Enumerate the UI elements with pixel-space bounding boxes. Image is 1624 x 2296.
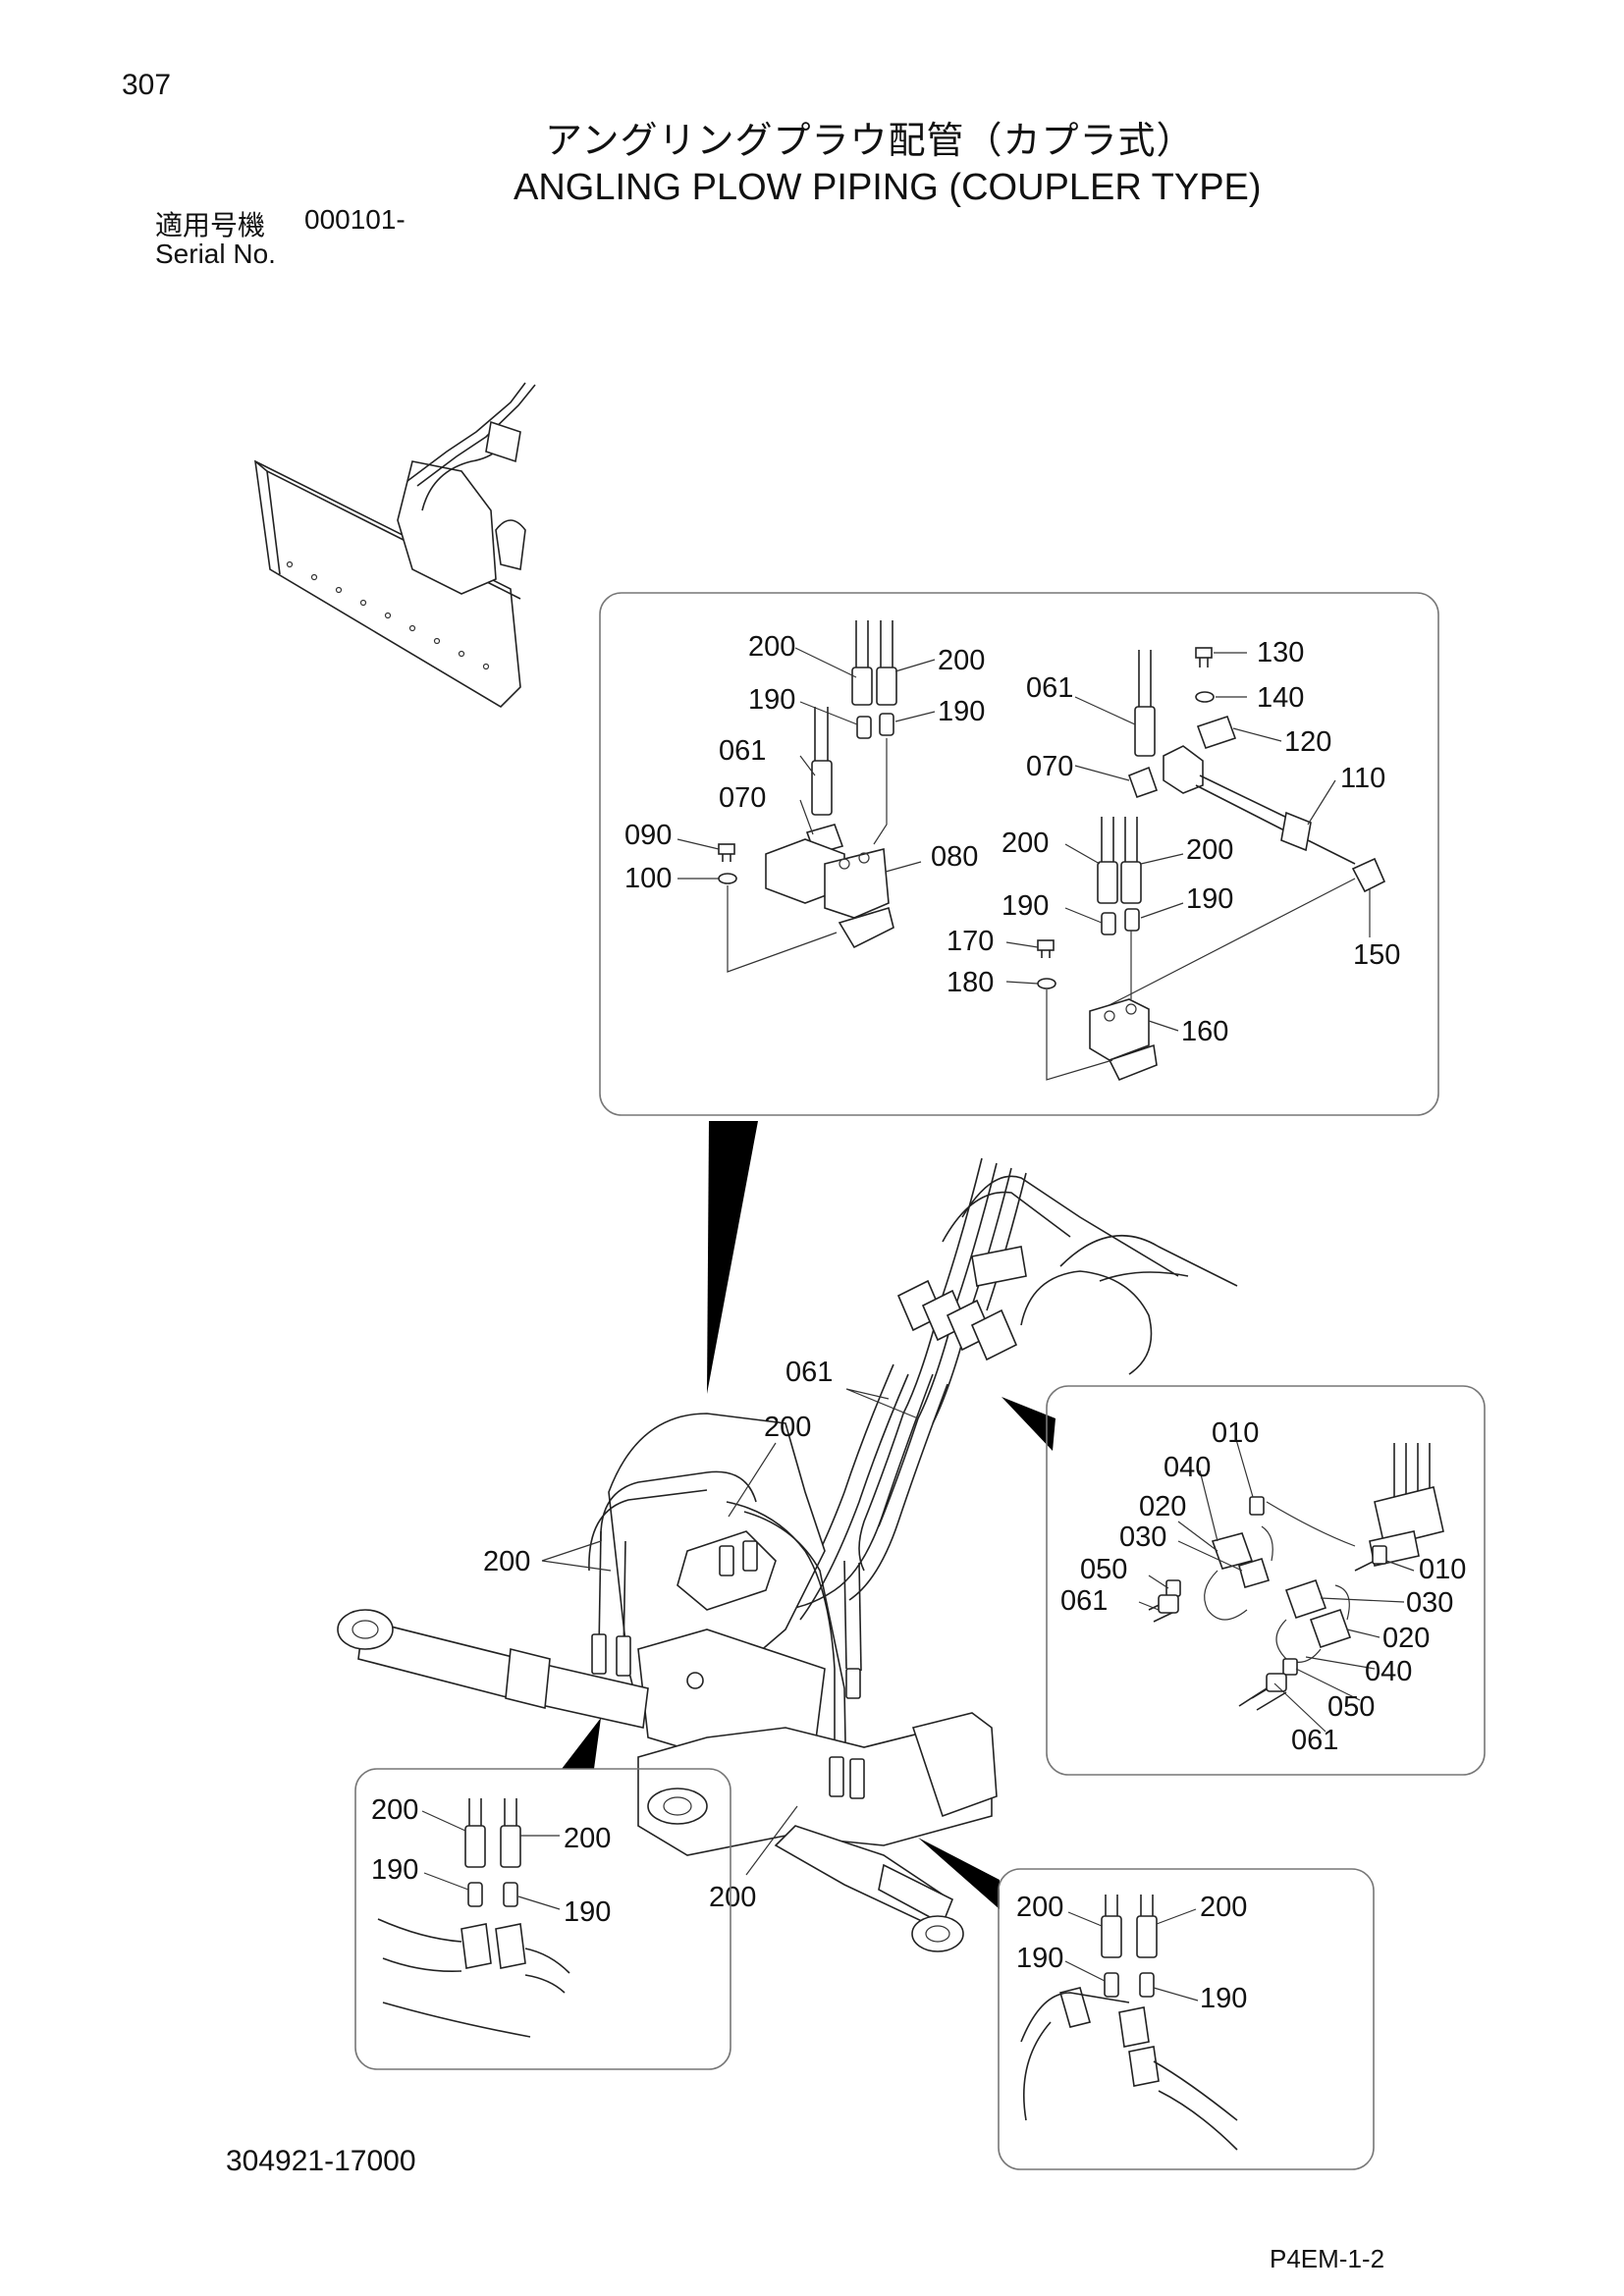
detail-pointer-right <box>1001 1397 1056 1451</box>
callout-040: 040 <box>1365 1656 1412 1687</box>
detail-frame-bottom-right <box>998 1868 1375 2170</box>
callout-200: 200 <box>709 1882 756 1913</box>
callout-070: 070 <box>719 782 766 814</box>
main-view-callouts: 061 200 200 200 <box>483 1357 833 1913</box>
callout-200: 200 <box>748 631 795 663</box>
callout-061: 061 <box>785 1357 833 1388</box>
detail-frame-right <box>1046 1385 1486 1776</box>
callout-190: 190 <box>1016 1943 1063 1974</box>
main-assembly-view <box>337 1157 1238 1952</box>
callout-070: 070 <box>1026 751 1073 782</box>
bottom-left-detail-callouts: 200 200 190 190 <box>371 1794 611 1928</box>
right-detail-callouts: 010 040 020 030 050 061 010 030 020 040 … <box>1060 1417 1466 1756</box>
callout-200: 200 <box>483 1546 530 1577</box>
callout-061: 061 <box>1291 1725 1338 1756</box>
callout-170: 170 <box>947 926 994 957</box>
detail-pointer-bottom-left <box>562 1718 601 1769</box>
callout-160: 160 <box>1181 1016 1228 1047</box>
callout-200: 200 <box>371 1794 418 1826</box>
plow-blade-overview <box>254 382 536 709</box>
callout-061: 061 <box>1026 672 1073 704</box>
bottom-right-detail-callouts: 200 200 190 190 <box>1016 1892 1247 2014</box>
callout-180: 180 <box>947 967 994 998</box>
callout-020: 020 <box>1139 1491 1186 1522</box>
callout-061: 061 <box>1060 1585 1108 1617</box>
bottom-right-detail-leaders <box>1064 1908 1199 2002</box>
detail-pointer-bottom-right <box>918 1838 1000 1909</box>
drawing-number: 304921-17000 <box>226 2145 416 2177</box>
callout-190: 190 <box>1186 883 1233 915</box>
callout-030: 030 <box>1406 1587 1453 1619</box>
detail-pointer-top <box>707 1121 758 1394</box>
detail-frame-top <box>599 592 1439 1116</box>
callout-110: 110 <box>1340 763 1385 794</box>
serial-label-japanese: 適用号機 <box>155 209 266 241</box>
detail-frame-bottom-left <box>354 1768 731 2070</box>
right-detail-leaders <box>1138 1435 1415 1733</box>
page-title-japanese: アングリングプラウ配管（カプラ式） <box>545 119 1195 162</box>
callout-040: 040 <box>1164 1452 1211 1483</box>
callout-100: 100 <box>624 863 672 894</box>
callout-130: 130 <box>1257 637 1304 668</box>
callout-200: 200 <box>1016 1892 1063 1923</box>
callout-190: 190 <box>564 1896 611 1928</box>
callout-050: 050 <box>1080 1554 1127 1585</box>
callout-061: 061 <box>719 735 766 767</box>
callout-140: 140 <box>1257 682 1304 714</box>
callout-190: 190 <box>1200 1983 1247 2014</box>
callout-190: 190 <box>748 684 795 716</box>
serial-number-value: 000101- <box>304 204 406 235</box>
callout-200: 200 <box>564 1823 611 1854</box>
serial-label: Serial No. <box>155 239 276 269</box>
top-detail-leaders <box>677 647 1371 1032</box>
callout-010: 010 <box>1419 1554 1466 1585</box>
callout-200: 200 <box>1186 834 1233 866</box>
callout-120: 120 <box>1284 726 1331 758</box>
bottom-left-detail-parts <box>377 1798 570 2038</box>
callout-150: 150 <box>1353 939 1400 971</box>
main-view-leaders <box>541 1388 919 1876</box>
page-number: 307 <box>122 69 172 101</box>
callout-200: 200 <box>938 645 985 676</box>
page-title: ANGLING PLOW PIPING (COUPLER TYPE) <box>514 167 1262 208</box>
callout-200: 200 <box>1200 1892 1247 1923</box>
callout-020: 020 <box>1382 1623 1430 1654</box>
callout-090: 090 <box>624 820 672 851</box>
callout-030: 030 <box>1119 1522 1166 1553</box>
page-code: P4EM-1-2 <box>1270 2244 1385 2273</box>
callout-200: 200 <box>764 1412 811 1443</box>
right-detail-parts <box>1148 1443 1444 1711</box>
callout-190: 190 <box>1001 890 1049 922</box>
callout-050: 050 <box>1327 1691 1375 1723</box>
top-detail-parts <box>718 620 1386 1082</box>
top-detail-callouts: 200 200 190 190 061 070 090 100 080 061 … <box>624 631 1400 1047</box>
bottom-left-detail-leaders <box>421 1810 561 1910</box>
callout-200: 200 <box>1001 828 1049 859</box>
callout-010: 010 <box>1212 1417 1259 1449</box>
callout-190: 190 <box>938 696 985 727</box>
bottom-right-detail-parts <box>1020 1895 1238 2151</box>
callout-080: 080 <box>931 841 978 873</box>
callout-190: 190 <box>371 1854 418 1886</box>
